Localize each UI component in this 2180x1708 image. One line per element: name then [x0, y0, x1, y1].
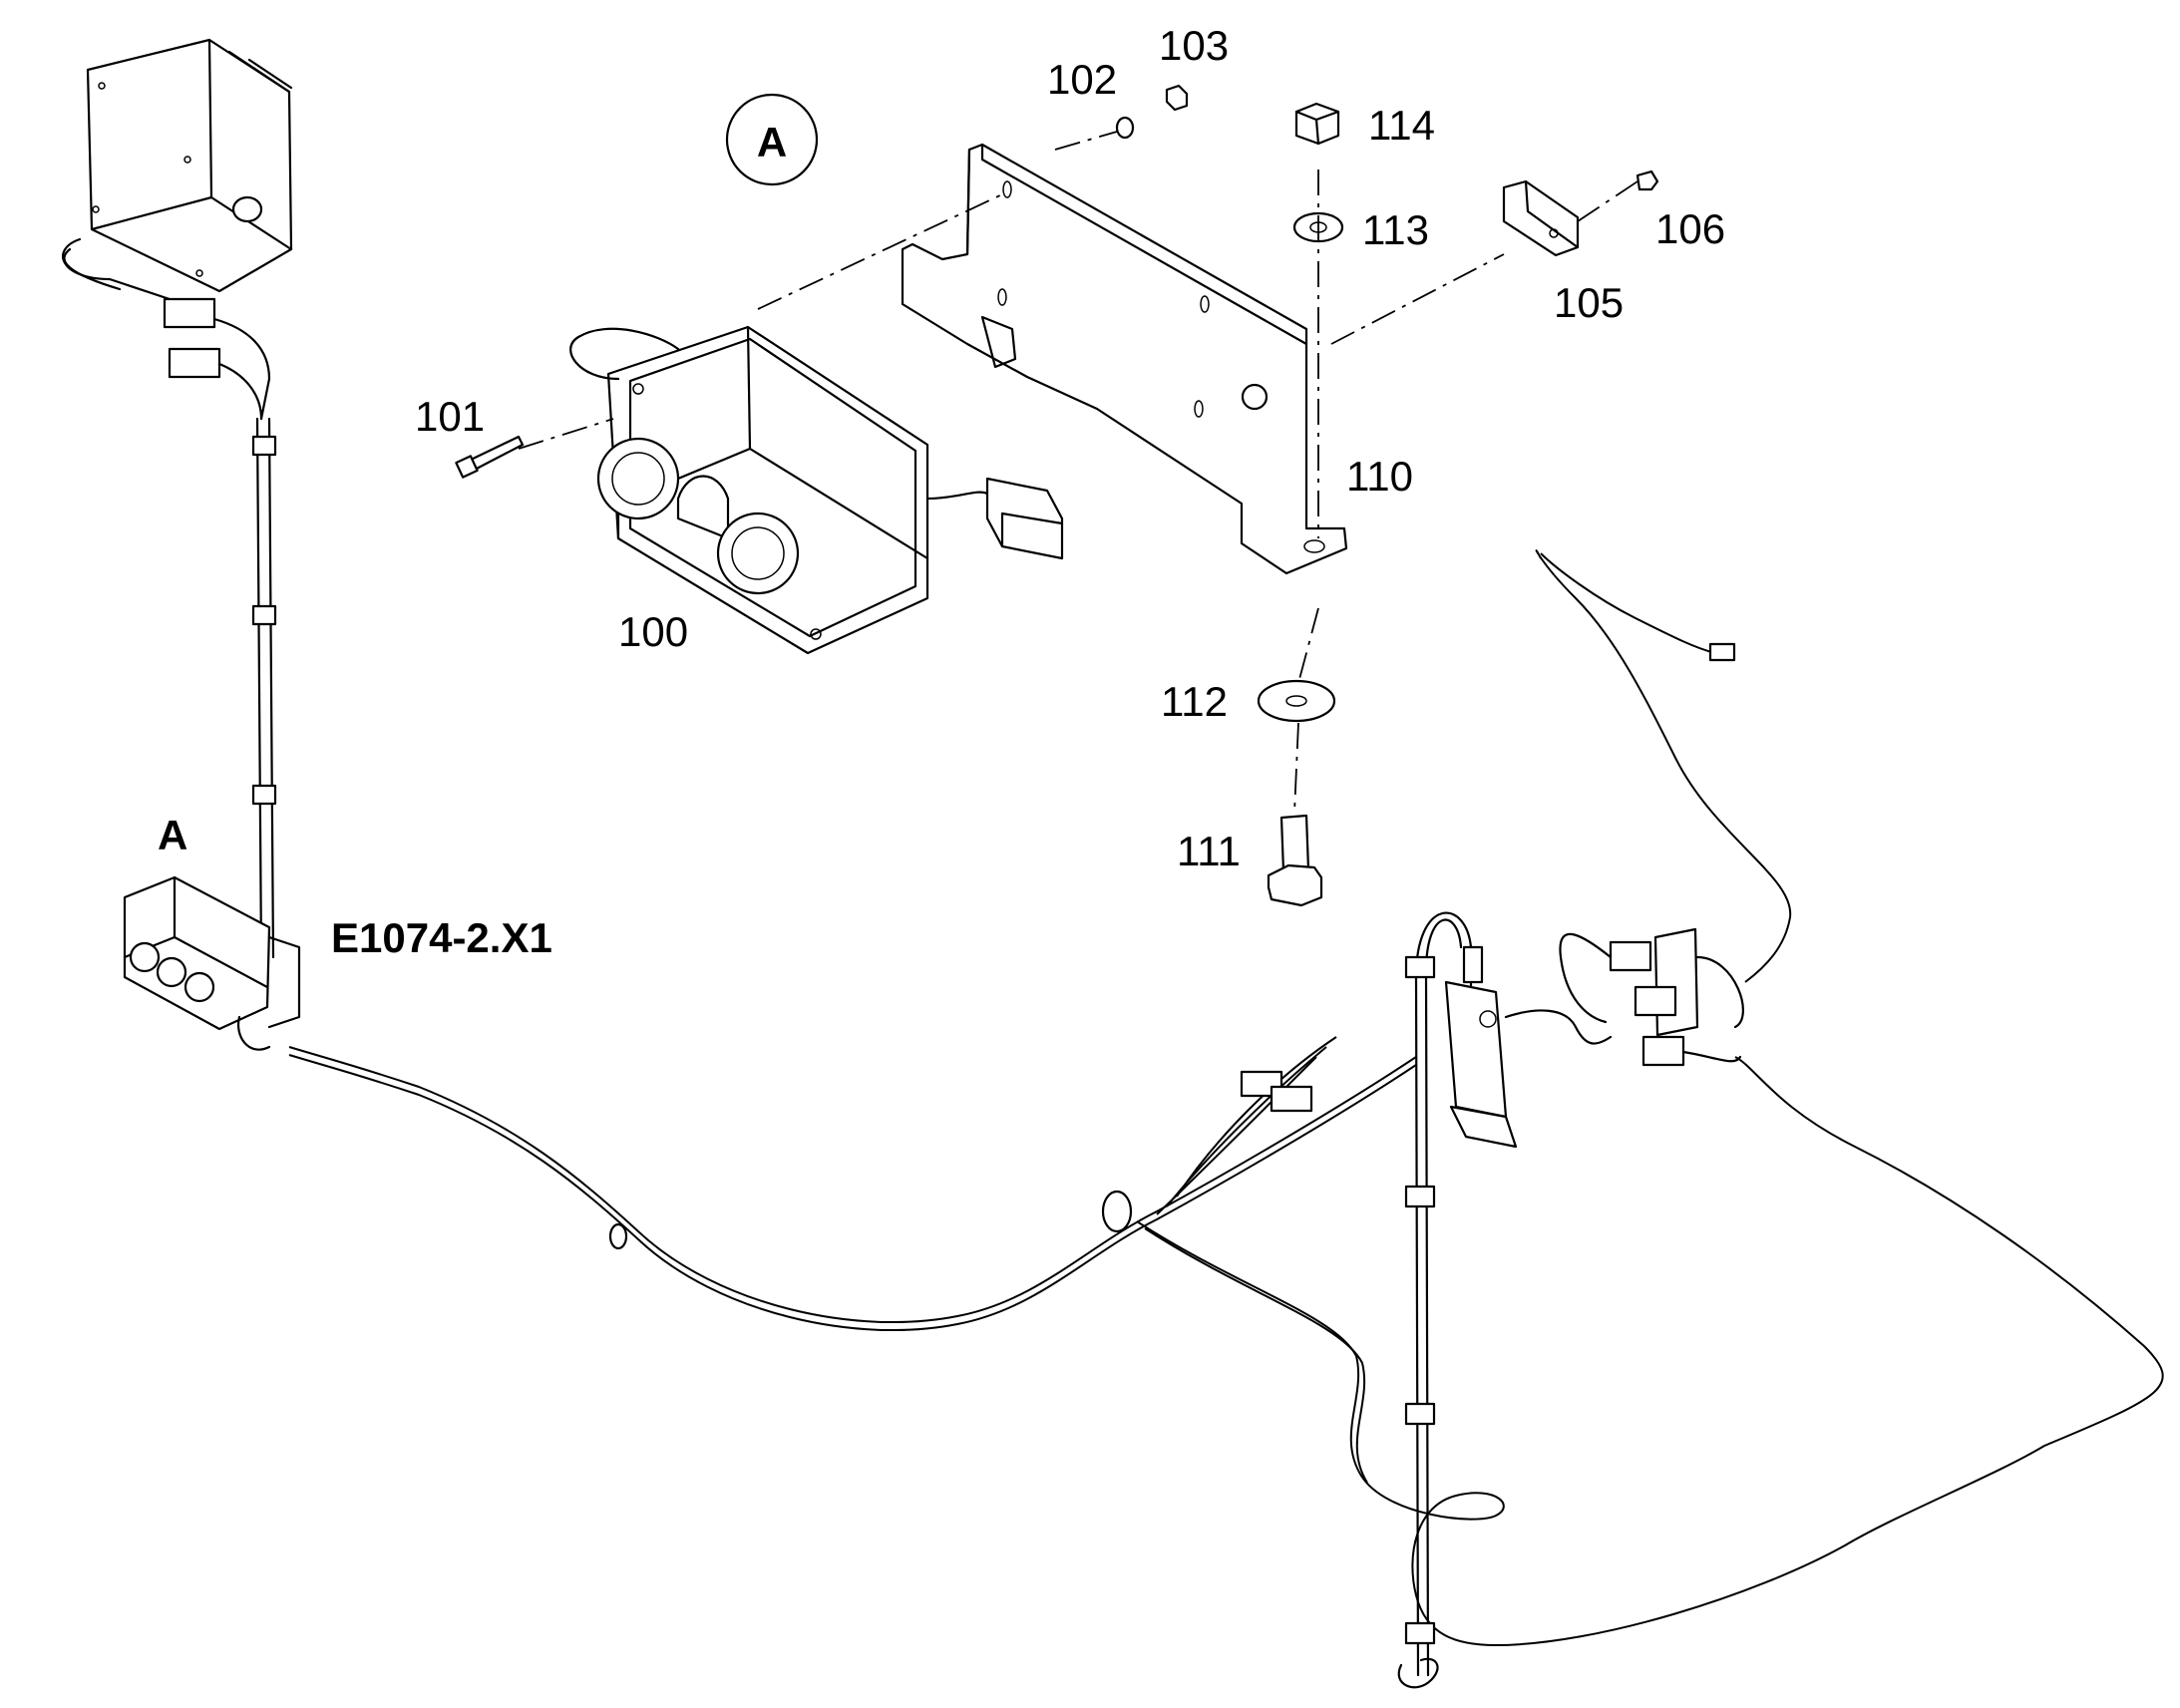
vertical-cable: [62, 237, 277, 959]
callout-113: 113: [1362, 206, 1429, 253]
part-105-plate: [1502, 179, 1580, 257]
callout-106: 106: [1655, 205, 1725, 252]
callout-small-a: A: [158, 812, 187, 858]
small-control-assembly: [123, 875, 301, 1051]
assembly-axis-lines: [518, 131, 1638, 814]
callout-102: 102: [1047, 56, 1117, 103]
part-111-bolt: [1267, 814, 1323, 907]
callout-111: 111: [1177, 828, 1241, 874]
part-101-screw: [455, 435, 525, 479]
part-106-screw: [1635, 170, 1659, 191]
callout-100: 100: [618, 608, 688, 655]
callout-110: 110: [1346, 453, 1413, 500]
part-110-bracket: [901, 143, 1348, 575]
control-box: [86, 38, 293, 293]
right-sensor-assembly: [1504, 549, 1792, 1067]
callout-112: 112: [1161, 678, 1228, 725]
detail-a-marker: A: [725, 93, 819, 186]
callout-114: 114: [1368, 102, 1435, 149]
connector-ref-label: E1074-2.X1: [331, 914, 552, 961]
part-103-nut: [1165, 84, 1189, 112]
callout-103: 103: [1159, 22, 1229, 69]
part-112-washer: [1257, 679, 1336, 723]
callout-105: 105: [1554, 279, 1624, 326]
callout-101: 101: [415, 393, 485, 440]
part-114-nut: [1294, 102, 1340, 146]
detail-a-letter: A: [757, 119, 787, 166]
main-harness: [288, 1036, 2164, 1647]
safety-switch-assembly: [1397, 911, 1518, 1689]
part-102-washer: [1115, 116, 1135, 140]
part-100-button-box: [569, 325, 1064, 655]
